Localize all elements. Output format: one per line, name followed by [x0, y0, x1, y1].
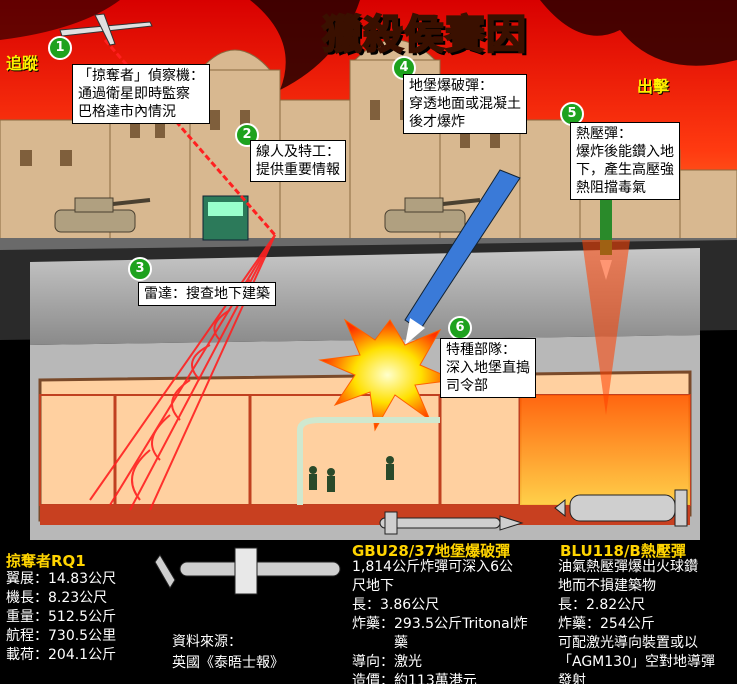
gbu-bomb-icon [379, 511, 524, 535]
callout-predator: 「掠奪者」偵察機： 通過衛星即時監察 巴格達市內情況 [72, 64, 210, 124]
blu-bomb-icon [554, 489, 688, 527]
step-3-badge: 3 [128, 257, 152, 281]
step-1-badge: 1 [48, 36, 72, 60]
track-label: 追蹤 [6, 54, 39, 73]
radar-beams [89, 234, 276, 511]
truck [202, 195, 249, 241]
callout-special-forces: 特種部隊： 深入地堡直搗 司令部 [440, 338, 536, 398]
strike-label: 出擊 [637, 77, 670, 96]
predator-drone [59, 13, 153, 46]
gbu-spec-heading: GBU28/37地堡爆破彈 [352, 542, 511, 560]
ground-block [30, 248, 700, 345]
gbu-spec-list: 1,814公斤炸彈可深入6公 尺地下 長：3.86公尺 炸藥：293.5公斤Tr… [352, 559, 528, 684]
callout-radar: 雷達：搜查地下建築 [138, 282, 276, 306]
explosion [318, 318, 457, 432]
special-forces [309, 456, 394, 492]
tank [54, 197, 481, 233]
page-title: 獵殺侯賽因 [321, 11, 527, 59]
blu-spec-list: 油氣熱壓彈爆出火球鑽 地而不損建築物 長：2.82公尺 炸藥：254公斤 可配激… [558, 559, 715, 684]
callout-bunker-buster: 地堡爆破彈： 穿透地面或混凝土 後才爆炸 [403, 74, 527, 134]
predator-side-view [154, 547, 341, 595]
source-credit: 資料來源： 英國《泰晤士報》 [172, 634, 284, 671]
blu-spec-heading: BLU118/B熱壓彈 [560, 542, 686, 560]
predator-spec-heading: 掠奪者RQ1 [6, 552, 86, 570]
predator-spec-list: 翼展：14.83公尺 機長：8.23公尺 重量：512.5公斤 航程：730.5… [6, 571, 117, 663]
callout-informants: 線人及特工： 提供重要情報 [250, 140, 346, 182]
callout-thermobaric: 熱壓彈： 爆炸後能鑽入地 下，產生高壓強 熱阻擋毒氣 [570, 122, 680, 200]
step-6-badge: 6 [448, 316, 472, 340]
